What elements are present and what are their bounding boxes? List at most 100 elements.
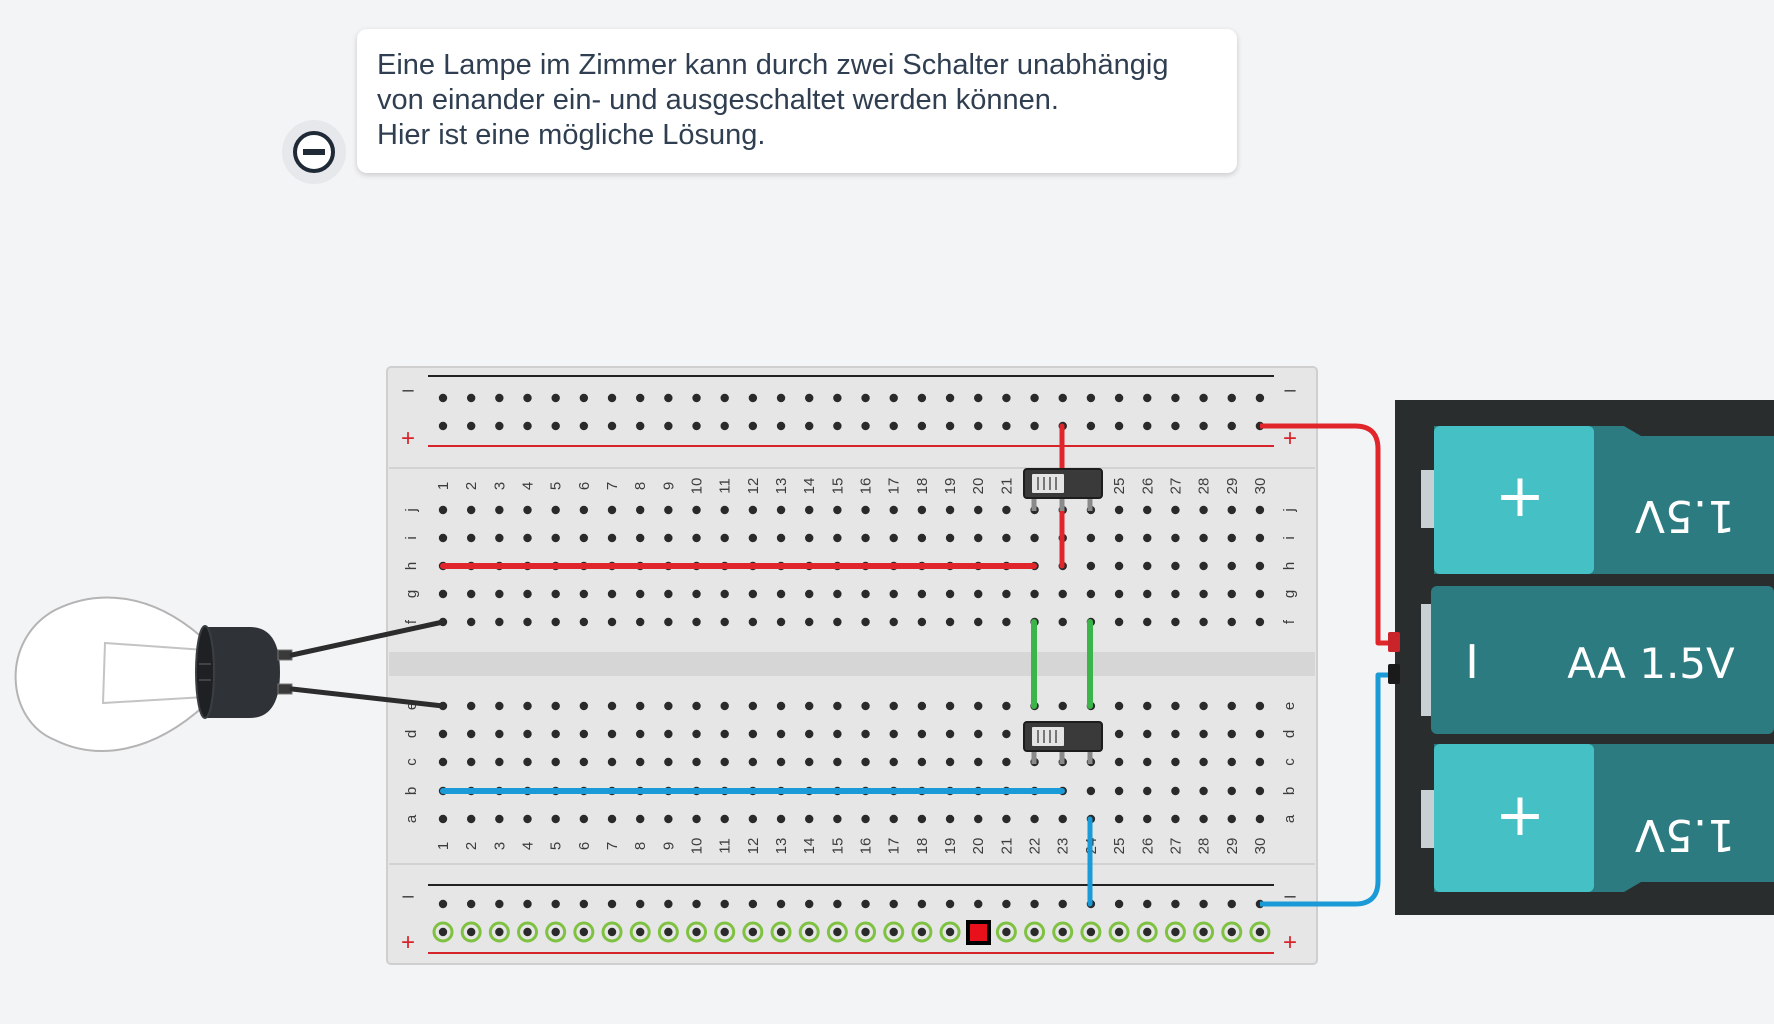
board-hole[interactable] [495,505,504,515]
board-hole[interactable] [1227,533,1236,543]
board-hole[interactable] [748,729,758,739]
board-hole[interactable] [579,814,589,824]
rail-hole[interactable] [607,927,617,937]
board-hole[interactable] [607,533,617,543]
board-hole[interactable] [1255,701,1265,711]
board-hole[interactable] [607,617,617,627]
board-hole[interactable] [974,729,983,739]
slide-switch-top[interactable] [1023,468,1103,511]
rail-hole[interactable] [551,393,560,403]
board-hole[interactable] [889,617,898,627]
selected-hole-marker[interactable] [966,920,991,945]
board-hole[interactable] [1255,757,1265,767]
board-hole[interactable] [748,814,758,824]
rail-hole[interactable] [776,393,786,403]
rail-hole[interactable] [635,421,645,431]
board-hole[interactable] [945,701,955,711]
rail-hole[interactable] [1199,421,1208,431]
rail-hole[interactable] [579,421,589,431]
breadboard[interactable]: – + – + – + – + 112233445566778899101011… [386,366,1318,965]
board-hole[interactable] [664,701,673,711]
collapse-note-button[interactable] [282,120,346,184]
board-hole[interactable] [466,757,476,767]
lamp-lead-bottom[interactable] [289,686,446,709]
board-hole[interactable] [1143,533,1152,543]
board-hole[interactable] [579,617,589,627]
board-hole[interactable] [833,814,842,824]
board-hole[interactable] [1255,814,1265,824]
board-hole[interactable] [1143,561,1152,571]
board-hole[interactable] [889,729,898,739]
board-hole[interactable] [748,533,758,543]
board-hole[interactable] [974,757,983,767]
rail-hole[interactable] [1058,899,1067,909]
rail-hole[interactable] [1227,899,1236,909]
board-hole[interactable] [720,814,729,824]
board-hole[interactable] [1227,814,1236,824]
board-hole[interactable] [495,729,504,739]
rail-hole[interactable] [805,421,814,431]
board-hole[interactable] [833,533,842,543]
battery-terminal-plus[interactable] [1388,632,1400,652]
board-hole[interactable] [579,533,589,543]
board-hole[interactable] [1002,757,1011,767]
rail-hole[interactable] [1255,927,1265,937]
rail-hole[interactable] [579,899,589,909]
board-hole[interactable] [607,757,617,767]
board-hole[interactable] [1143,729,1152,739]
board-hole[interactable] [692,757,701,767]
board-hole[interactable] [1199,561,1208,571]
board-hole[interactable] [720,701,729,711]
rail-hole[interactable] [889,421,898,431]
board-hole[interactable] [466,814,476,824]
board-hole[interactable] [579,729,589,739]
rail-hole[interactable] [805,899,814,909]
board-hole[interactable] [1030,814,1039,824]
board-hole[interactable] [1114,505,1124,515]
rail-hole[interactable] [889,927,898,937]
board-hole[interactable] [748,757,758,767]
board-hole[interactable] [466,589,476,599]
board-hole[interactable] [805,701,814,711]
rail-hole[interactable] [861,899,870,909]
rail-hole[interactable] [607,899,617,909]
board-hole[interactable] [945,617,955,627]
rail-hole[interactable] [720,421,729,431]
board-hole[interactable] [1114,701,1124,711]
battery-pack[interactable]: + 1.5V I AA 1.5V + 1.5V [1388,400,1774,915]
rail-hole[interactable] [1199,927,1208,937]
board-hole[interactable] [805,814,814,824]
rail-hole[interactable] [607,421,617,431]
board-hole[interactable] [1143,617,1152,627]
board-hole[interactable] [551,533,560,543]
board-hole[interactable] [438,814,448,824]
board-hole[interactable] [466,533,476,543]
board-hole[interactable] [945,814,955,824]
rail-hole[interactable] [720,899,729,909]
board-hole[interactable] [1255,561,1265,571]
rail-hole[interactable] [692,421,701,431]
board-hole[interactable] [1058,589,1067,599]
rail-hole[interactable] [1143,927,1152,937]
rail-hole[interactable] [1002,927,1011,937]
rail-hole[interactable] [579,927,589,937]
rail-hole[interactable] [551,899,560,909]
board-hole[interactable] [776,814,786,824]
rail-hole[interactable] [692,927,701,937]
board-hole[interactable] [495,814,504,824]
rail-hole[interactable] [495,927,504,937]
rail-hole[interactable] [776,899,786,909]
board-hole[interactable] [861,533,870,543]
board-hole[interactable] [1114,589,1124,599]
board-hole[interactable] [917,729,927,739]
board-hole[interactable] [523,617,532,627]
rail-hole[interactable] [720,393,729,403]
rail-hole[interactable] [1002,421,1011,431]
board-hole[interactable] [1058,617,1067,627]
board-hole[interactable] [635,701,645,711]
rail-hole[interactable] [1227,393,1236,403]
board-hole[interactable] [664,729,673,739]
rail-hole[interactable] [1171,899,1180,909]
board-hole[interactable] [1030,589,1039,599]
rail-hole[interactable] [1030,927,1039,937]
